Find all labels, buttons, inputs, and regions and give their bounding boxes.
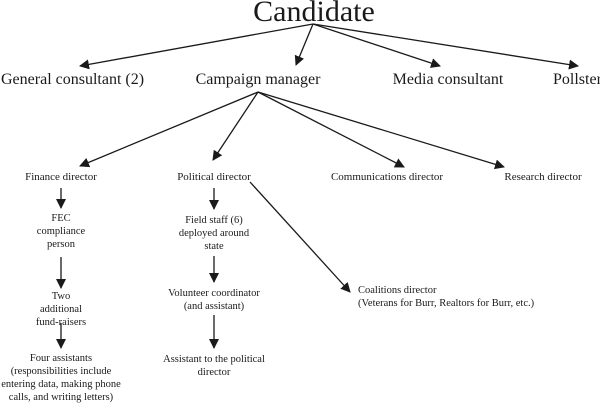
assistants-line-1: Four assistants <box>29 353 93 364</box>
finance-director-label: Finance director <box>25 171 97 183</box>
node-general-consultant: General consultant (2) <box>1 70 144 89</box>
assistants-line-4: calls, and writing letters) <box>8 392 114 403</box>
fieldstaff-line-2: deployed around <box>178 228 250 239</box>
node-campaign-manager: Campaign manager <box>183 70 333 89</box>
volunteer-line-2: (and assistant) <box>183 301 245 312</box>
node-candidate: Candidate <box>234 0 394 30</box>
node-communications-director: Communications director <box>312 171 462 184</box>
fec-line-3: person <box>47 239 75 250</box>
fec-line-2: compliance <box>36 226 86 237</box>
assistants-line-3: entering data, making phone <box>1 379 121 390</box>
general-consultant-label: General consultant (2) <box>1 71 145 88</box>
communications-director-label: Communications director <box>330 171 444 183</box>
edge-candidate-pollster <box>312 23 579 70</box>
edge-campaign-communications <box>257 91 405 168</box>
coalitions-line-2: (Veterans for Burr, Realtors for Burr, e… <box>358 298 535 309</box>
node-field-staff: Field staff (6) deployed around state <box>154 214 274 253</box>
edge-campaign-finance <box>79 91 259 168</box>
assistants-line-2: (responsibilities include <box>10 366 112 377</box>
candidate-label: Candidate <box>253 0 375 28</box>
assistant-political-line-2: director <box>197 367 231 378</box>
node-four-assistants: Four assistants (responsibilities includ… <box>0 352 126 404</box>
node-finance-director: Finance director <box>11 171 111 184</box>
fundraisers-line-1: Two <box>51 291 71 302</box>
node-fund-raisers: Two additional fund-raisers <box>11 290 111 329</box>
political-director-label: Political director <box>177 171 251 183</box>
research-director-label: Research director <box>504 171 582 183</box>
fieldstaff-line-1: Field staff (6) <box>185 215 243 226</box>
edge-campaign-research <box>257 91 505 170</box>
edge-candidate-general-consultant <box>79 23 314 70</box>
node-media-consultant: Media consultant <box>383 70 513 89</box>
fieldstaff-line-3: state <box>204 241 224 252</box>
node-political-director: Political director <box>164 171 264 184</box>
fec-line-1: FEC <box>51 213 71 224</box>
node-coalitions-director: Coalitions director (Veterans for Burr, … <box>358 284 534 310</box>
edge-political-coalitions <box>249 181 351 293</box>
assistant-political-line-1: Assistant to the political <box>163 354 265 365</box>
campaign-manager-label: Campaign manager <box>195 71 321 88</box>
coalitions-line-1: Coalitions director <box>358 285 437 296</box>
node-fec-compliance: FEC compliance person <box>11 212 111 251</box>
edge-candidate-media-consultant <box>312 23 441 68</box>
media-consultant-label: Media consultant <box>392 71 504 88</box>
edge-campaign-political <box>212 91 259 161</box>
node-volunteer-coordinator: Volunteer coordinator (and assistant) <box>149 287 279 313</box>
node-research-director: Research director <box>488 171 598 184</box>
pollster-label: Pollster <box>553 71 600 88</box>
edge-candidate-campaign-manager <box>294 23 314 66</box>
node-assistant-political: Assistant to the political director <box>149 353 279 379</box>
fundraisers-line-3: fund-raisers <box>35 317 87 328</box>
volunteer-line-1: Volunteer coordinator <box>168 288 260 299</box>
node-pollster: Pollster <box>553 70 600 89</box>
fundraisers-line-2: additional <box>40 304 82 315</box>
